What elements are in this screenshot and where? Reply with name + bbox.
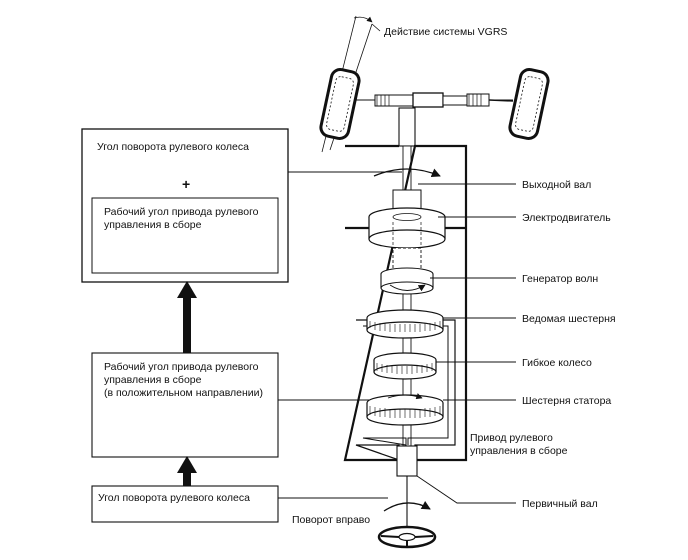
top-inner-line1: Рабочий угол привода рулевого bbox=[104, 206, 259, 218]
output-shaft bbox=[398, 107, 416, 447]
label-motor: Электродвигатель bbox=[522, 212, 611, 224]
right-tire bbox=[508, 68, 550, 140]
label-actuator-line2: управления в сборе bbox=[470, 445, 568, 457]
arrow-up-lower bbox=[177, 456, 197, 489]
wave-generator bbox=[380, 247, 434, 295]
steering-wheel bbox=[377, 525, 437, 549]
electric-motor bbox=[368, 189, 446, 249]
middle-box-line3: (в положительном направлении) bbox=[104, 387, 263, 399]
top-inner-line2: управления в сборе bbox=[104, 219, 202, 231]
label-output-shaft: Выходной вал bbox=[522, 179, 591, 191]
top-box-line1: Угол поворота рулевого колеса bbox=[97, 141, 249, 153]
title-label: Действие системы VGRS bbox=[384, 26, 507, 38]
driven-gear bbox=[366, 309, 444, 339]
label-flexspline: Гибкое колесо bbox=[522, 357, 592, 369]
left-tire bbox=[319, 68, 361, 140]
arrow-up-upper bbox=[177, 281, 197, 354]
steering-rack bbox=[355, 92, 514, 108]
flexspline bbox=[373, 352, 437, 380]
turn-right-label: Поворот вправо bbox=[292, 514, 370, 526]
bottom-flow-box: Угол поворота рулевого колеса bbox=[91, 485, 279, 523]
bottom-box-line1: Угол поворота рулевого колеса bbox=[98, 492, 250, 504]
label-wave-generator: Генератор волн bbox=[522, 273, 598, 285]
middle-box-line1: Рабочий угол привода рулевого bbox=[104, 361, 259, 373]
label-input-shaft: Первичный вал bbox=[522, 498, 598, 510]
label-actuator-line1: Привод рулевого bbox=[470, 432, 553, 444]
stator-gear bbox=[366, 393, 444, 426]
output-rotation-arrow bbox=[373, 168, 441, 177]
label-stator-gear: Шестерня статора bbox=[522, 395, 611, 407]
turn-right-arrow bbox=[383, 501, 431, 512]
middle-flow-box: Рабочий угол привода рулевого управления… bbox=[91, 352, 279, 458]
leader-input-shaft bbox=[416, 475, 516, 504]
label-driven-gear: Ведомая шестерня bbox=[522, 313, 616, 325]
top-flow-box: Угол поворота рулевого колеса + Рабочий … bbox=[81, 128, 289, 283]
plus-sign: + bbox=[182, 176, 190, 192]
middle-box-line2: управления в сборе bbox=[104, 374, 202, 386]
